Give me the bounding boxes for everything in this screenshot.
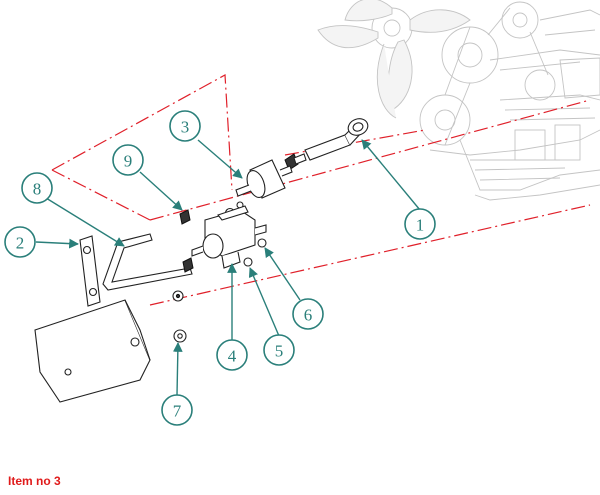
callout-1-label: 1 xyxy=(416,216,425,235)
leader-lines xyxy=(35,139,421,396)
callout-1: 1 xyxy=(404,208,436,240)
callout-5-label: 5 xyxy=(275,342,284,361)
fuel-pump xyxy=(191,205,267,269)
callout-9-label: 9 xyxy=(124,152,133,171)
callout-4-label: 4 xyxy=(228,347,237,366)
mounting-bracket xyxy=(34,299,151,403)
callout-8-label: 8 xyxy=(33,180,42,199)
callout-4: 4 xyxy=(216,339,248,371)
callout-7-label: 7 xyxy=(173,402,182,421)
callout-7: 7 xyxy=(161,394,193,426)
callout-3: 3 xyxy=(169,110,201,142)
callout-6-label: 6 xyxy=(304,306,313,325)
callout-5: 5 xyxy=(263,334,295,366)
fuel-filter xyxy=(235,159,293,199)
exploded-parts-diagram: 1 2 3 4 5 6 7 8 9 xyxy=(4,0,600,426)
callout-2-label: 2 xyxy=(16,234,25,253)
support-arm xyxy=(79,235,101,307)
callout-6: 6 xyxy=(292,298,324,330)
callout-8: 8 xyxy=(21,172,53,204)
callout-2: 2 xyxy=(4,226,36,258)
fuel-pipe xyxy=(102,233,193,291)
callout-9: 9 xyxy=(112,144,144,176)
callout-3-label: 3 xyxy=(181,118,190,137)
item-caption: Item no 3 xyxy=(8,474,61,488)
fuel-line-fitting xyxy=(304,118,369,161)
assembly-guide-lines xyxy=(51,74,591,306)
engine-illustration xyxy=(317,0,600,201)
